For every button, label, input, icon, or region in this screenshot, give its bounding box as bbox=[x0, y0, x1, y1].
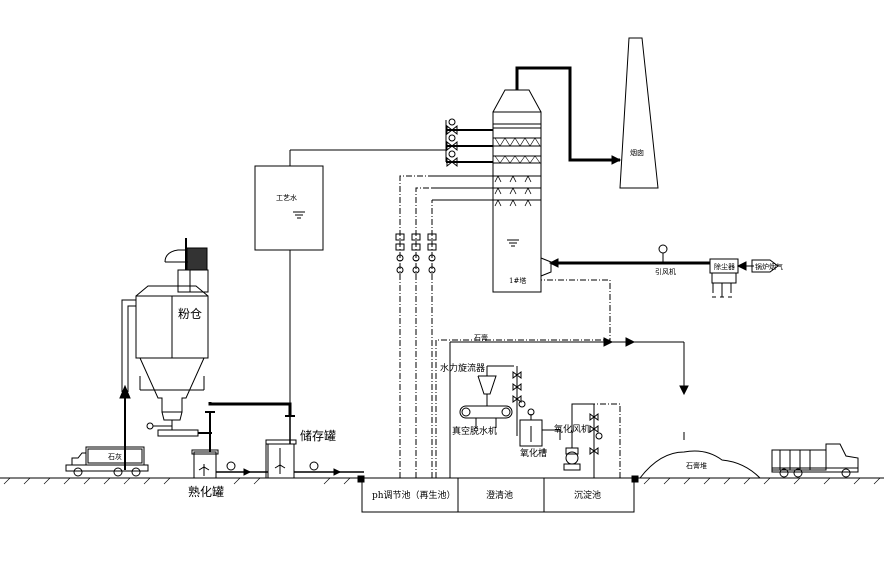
gypsum-truck bbox=[771, 443, 859, 478]
oxidation-tank bbox=[519, 408, 543, 447]
slurry-feed-line bbox=[512, 366, 526, 436]
clean-gas-duct bbox=[515, 66, 622, 165]
gypsum-pile-label: 石膏堆 bbox=[686, 461, 707, 470]
chimney-label: 烟囱 bbox=[630, 148, 644, 157]
process-water-label: 工艺水 bbox=[276, 193, 297, 202]
vacuum-belt-filter-label: 真空脱水机 bbox=[452, 425, 497, 437]
desulfurization-tower bbox=[432, 89, 552, 293]
boiler-flue-gas-label: 锅炉烟气 bbox=[755, 262, 783, 271]
oxidation-fan bbox=[542, 403, 603, 478]
powder-silo bbox=[119, 238, 212, 470]
lime-truck-label: 石灰 bbox=[108, 452, 122, 461]
dust-collector-label: 除尘器 bbox=[714, 262, 735, 271]
hydrocyclone-label: 水力旋流器 bbox=[440, 362, 485, 374]
gypsum-pipe-label: 石膏 bbox=[474, 333, 488, 342]
powder-silo-label: 粉仓 bbox=[178, 307, 202, 321]
clarifier-label: 澄清池 bbox=[486, 489, 513, 501]
slaking-tank-label: 熟化罐 bbox=[188, 484, 224, 499]
slurry-line-1 bbox=[216, 440, 268, 478]
lime-truck bbox=[65, 446, 149, 477]
settling-tank-label: 沉淀池 bbox=[574, 489, 601, 501]
process-water-tank bbox=[254, 149, 446, 404]
basins bbox=[357, 475, 639, 513]
ground bbox=[0, 477, 884, 485]
oxidation-tank-label: 氧化槽 bbox=[520, 447, 547, 459]
induced-fan-label: 引风机 bbox=[655, 267, 676, 276]
circulation-valves bbox=[395, 233, 437, 274]
chimney bbox=[619, 37, 659, 189]
hydrocyclone bbox=[477, 365, 514, 406]
storage-tank bbox=[265, 415, 297, 479]
ph-tank-label: ph调节池（再生池） bbox=[372, 489, 456, 501]
slurry-line-2 bbox=[294, 461, 364, 476]
gypsum-pile bbox=[639, 432, 761, 479]
gypsum-line bbox=[449, 337, 689, 478]
oxidation-fan-label: 氧化风机 bbox=[554, 423, 590, 435]
storage-tank-label: 储存罐 bbox=[300, 428, 336, 443]
flue-gas-inlet bbox=[548, 244, 779, 298]
vacuum-belt-filter bbox=[459, 405, 513, 428]
slaking-tank bbox=[191, 402, 292, 479]
water-manifold bbox=[445, 118, 493, 168]
tower-label: 1#塔 bbox=[509, 276, 526, 285]
circulation-lines bbox=[399, 175, 621, 478]
